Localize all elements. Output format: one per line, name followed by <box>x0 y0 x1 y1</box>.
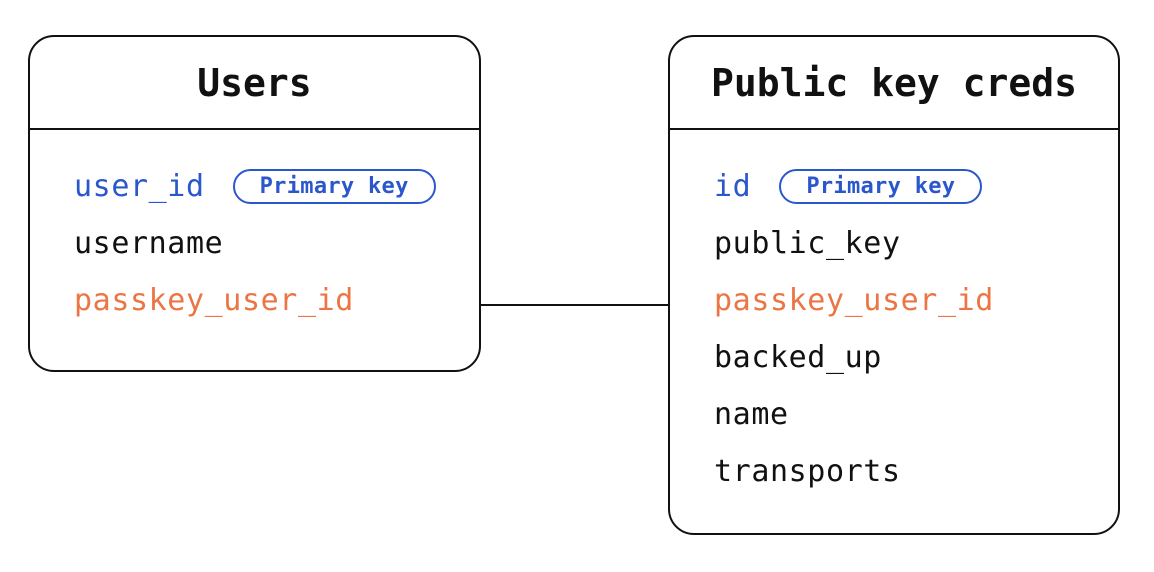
public-key-creds-table-title: Public key creds <box>710 60 1078 105</box>
relationship-line <box>480 304 670 306</box>
field-row-public-key: public_key <box>714 215 1098 272</box>
field-row-passkey-user-id: passkey_user_id <box>714 272 1098 329</box>
field-user-id: user_id <box>74 169 205 204</box>
primary-key-badge: Primary key <box>232 169 436 204</box>
field-passkey-user-id: passkey_user_id <box>74 283 354 318</box>
field-row-backed-up: backed_up <box>714 329 1098 386</box>
users-table-body: user_id Primary key username passkey_use… <box>30 130 479 329</box>
field-id: id <box>714 169 752 204</box>
field-backed-up: backed_up <box>714 340 882 375</box>
field-transports: transports <box>714 454 901 489</box>
field-username: username <box>74 226 224 261</box>
users-table: Users user_id Primary key username passk… <box>28 35 481 372</box>
field-public-key: public_key <box>714 226 901 261</box>
field-row-passkey-user-id: passkey_user_id <box>74 272 459 329</box>
field-row-username: username <box>74 215 459 272</box>
public-key-creds-table: Public key creds id Primary key public_k… <box>668 35 1120 535</box>
primary-key-badge: Primary key <box>779 169 983 204</box>
field-row-id: id Primary key <box>714 158 1098 215</box>
field-row-transports: transports <box>714 443 1098 500</box>
field-passkey-user-id: passkey_user_id <box>714 283 994 318</box>
field-row-user-id: user_id Primary key <box>74 158 459 215</box>
public-key-creds-table-body: id Primary key public_key passkey_user_i… <box>670 130 1118 500</box>
users-table-title: Users <box>197 60 312 105</box>
users-table-header: Users <box>30 37 479 130</box>
field-name: name <box>714 397 789 432</box>
field-row-name: name <box>714 386 1098 443</box>
public-key-creds-table-header: Public key creds <box>670 37 1118 130</box>
